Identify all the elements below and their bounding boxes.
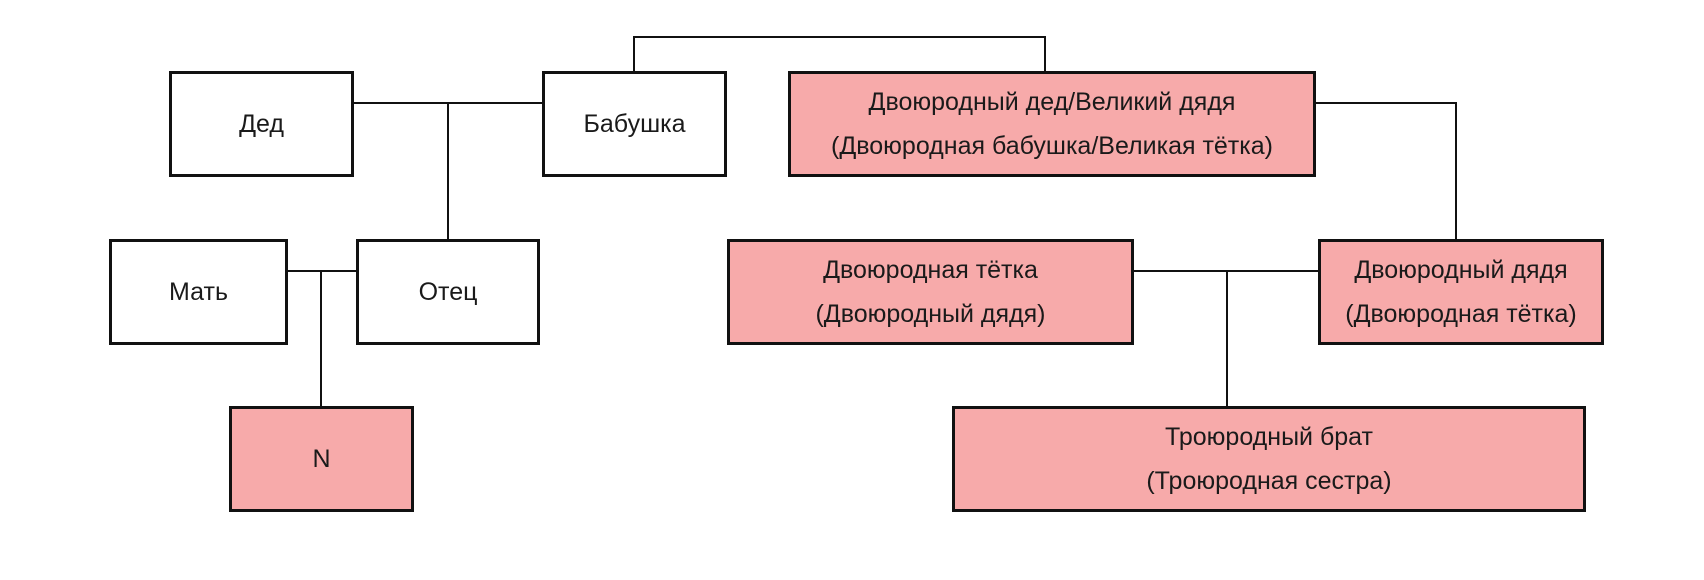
node-great-uncle: Двоюродный дед/Великий дядя (Двоюродная … [788, 71, 1316, 177]
node-mother-label: Мать [169, 278, 228, 306]
node-cousin-uncle-alt-label: (Двоюродная тётка) [1345, 300, 1577, 328]
node-cousin-aunt-alt-label: (Двоюродный дядя) [815, 300, 1046, 328]
node-great-uncle-label: Двоюродный дед/Великий дядя [868, 88, 1236, 116]
node-self: N [229, 406, 414, 512]
connector-greatuncle-cousinuncle [1316, 102, 1457, 239]
node-second-cousin: Троюродный брат (Троюродная сестра) [952, 406, 1586, 512]
node-great-uncle-alt-label: (Двоюродная бабушка/Великая тётка) [831, 132, 1273, 160]
node-mother: Мать [109, 239, 288, 345]
node-self-label: N [312, 445, 331, 473]
node-second-cousin-label: Троюродный брат [1165, 423, 1373, 451]
node-grandmother: Бабушка [542, 71, 727, 177]
node-grandfather: Дед [169, 71, 354, 177]
node-second-cousin-alt-label: (Троюродная сестра) [1146, 467, 1392, 495]
node-cousin-aunt: Двоюродная тётка (Двоюродный дядя) [727, 239, 1134, 345]
node-grandfather-label: Дед [239, 110, 284, 138]
node-cousin-uncle: Двоюродный дядя (Двоюродная тётка) [1318, 239, 1604, 345]
connector-grandmother-greatuncle [633, 36, 1046, 71]
node-cousin-uncle-label: Двоюродный дядя [1354, 256, 1568, 284]
node-father-label: Отец [418, 278, 478, 306]
node-grandmother-label: Бабушка [583, 110, 686, 138]
node-father: Отец [356, 239, 540, 345]
node-cousin-aunt-label: Двоюродная тётка [823, 256, 1038, 284]
